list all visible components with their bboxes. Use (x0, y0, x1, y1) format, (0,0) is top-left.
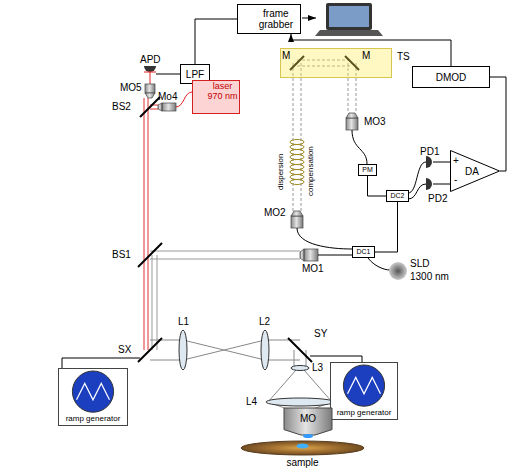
fiber (144, 72, 156, 73)
part-label: dispersion (277, 154, 286, 190)
fiber (297, 130, 450, 270)
part-label: APD (140, 54, 161, 65)
part-label: L1 (178, 316, 189, 327)
data-arrow (302, 18, 316, 19)
part-label: PD2 (428, 193, 447, 204)
laptop-icon (315, 3, 383, 36)
part-label: Mo4 (158, 91, 177, 102)
ramp-generator: ramp generator (330, 362, 398, 420)
part-label: M (362, 50, 370, 61)
modulator-box: PM (358, 164, 377, 176)
reference-beam (293, 60, 356, 211)
node-text: laser 970 nm (206, 82, 239, 102)
node-text: DMOD (436, 72, 467, 83)
ramp-generator: ramp generator (58, 368, 128, 426)
node-text: + (453, 155, 459, 166)
signal-line (195, 19, 237, 64)
sld-source (389, 262, 407, 280)
photodiode (426, 156, 432, 168)
part-label: PD1 (420, 146, 439, 157)
node-text: DC2 (390, 192, 404, 200)
node-text: DA (465, 166, 479, 177)
dispersion-compensation (290, 140, 304, 185)
node-text: - (454, 174, 457, 185)
objective (145, 84, 358, 261)
coupler-box: DC2 (386, 190, 409, 202)
node-text: sample (286, 457, 318, 468)
part-label: MO2 (264, 207, 286, 218)
frame-grabber-box: frame grabber (237, 4, 301, 34)
node-text: ramp generator (66, 415, 121, 424)
beam-970 (144, 98, 158, 350)
part-label: L4 (246, 396, 257, 407)
part-label: MO3 (364, 116, 386, 127)
node-text: MO (300, 413, 316, 424)
beam-1300 (150, 251, 300, 350)
amplifier-triangle: DA + - (450, 150, 500, 192)
sample: sample (240, 440, 365, 456)
node-text: ramp generator (337, 409, 392, 418)
lens (179, 330, 334, 406)
coupler-box: DC1 (352, 246, 375, 258)
node-text: DC1 (356, 248, 370, 256)
part-label: M (282, 50, 290, 61)
node-text: LPF (186, 69, 204, 80)
node-text: frame grabber (252, 8, 300, 30)
laser-box: laser 970 nm (192, 80, 240, 114)
mirror (138, 56, 359, 362)
node-text: PM (362, 166, 373, 174)
part-label: BS2 (112, 101, 131, 112)
part-label: BS1 (112, 249, 131, 260)
wire (62, 358, 140, 368)
sample-outline (240, 440, 365, 456)
part-label: 1300 nm (410, 271, 449, 282)
node-text: TS (397, 51, 410, 62)
microscope-objective: MO (282, 408, 334, 438)
part-label: SX (118, 344, 131, 355)
part-label: L3 (312, 362, 323, 373)
part-label: compensation (307, 146, 316, 196)
wire (156, 74, 180, 75)
demodulator-box: DMOD (412, 66, 490, 88)
part-label: MO5 (120, 82, 142, 93)
part-label: L2 (259, 316, 270, 327)
fiber (150, 72, 151, 84)
signal-line (490, 77, 506, 171)
apd-symbol (144, 66, 156, 72)
signal-line (375, 202, 398, 252)
photodiode (426, 178, 432, 190)
part-label: MO1 (302, 263, 324, 274)
fiber (176, 92, 192, 107)
part-label: SLD (410, 258, 429, 269)
part-label: SY (314, 328, 327, 339)
signal-line (368, 176, 387, 196)
translation-stage: TS (280, 48, 392, 78)
